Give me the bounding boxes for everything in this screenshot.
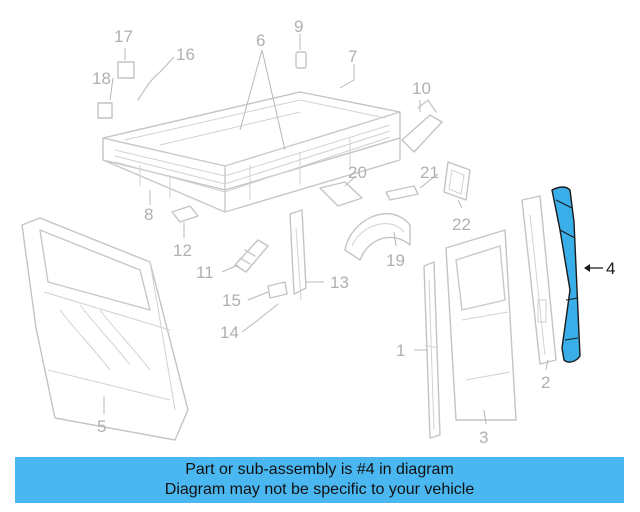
callout-19: 19 (386, 251, 405, 270)
info-banner: Part or sub-assembly is #4 in diagram Di… (15, 457, 624, 503)
side-door-part-3 (445, 229, 517, 421)
banner-line-1: Part or sub-assembly is #4 in diagram (185, 461, 454, 478)
callout-13: 13 (330, 273, 349, 292)
callout-3: 3 (479, 428, 488, 447)
callout-12: 12 (173, 241, 192, 260)
callout-5: 5 (97, 417, 106, 436)
callout-labels: 1 2 3 4 5 6 7 8 9 10 11 12 13 14 15 16 1… (92, 17, 615, 447)
callout-14: 14 (220, 323, 239, 342)
wheel-housing (344, 213, 411, 261)
callout-7: 7 (348, 47, 357, 66)
callout-10: 10 (412, 79, 431, 98)
callout-8: 8 (144, 205, 153, 224)
callout-2: 2 (541, 373, 550, 392)
callout-20: 20 (348, 163, 367, 182)
callout-21: 21 (420, 163, 439, 182)
callout-22: 22 (452, 215, 471, 234)
hinge-parts (234, 209, 307, 321)
pillar-part-2 (521, 195, 557, 365)
pillar-part-1 (423, 261, 441, 439)
callout-leaders (103, 34, 603, 425)
callout-9: 9 (294, 17, 303, 36)
callout-4: 4 (606, 259, 615, 278)
callout-15: 15 (222, 291, 241, 310)
rear-door-panel (21, 217, 189, 441)
callout-11: 11 (196, 263, 214, 282)
callout-17: 17 (114, 27, 133, 46)
banner-line-2: Diagram may not be specific to your vehi… (164, 481, 475, 498)
callout-1: 1 (396, 341, 405, 360)
parts-diagram: 1 2 3 4 5 6 7 8 9 10 11 12 13 14 15 16 1… (21, 17, 615, 447)
callout-6: 6 (256, 31, 265, 50)
truck-bed (102, 91, 401, 213)
callout-16: 16 (176, 45, 195, 64)
hardware-parts (97, 51, 471, 223)
highlighted-part-4[interactable] (551, 186, 581, 363)
callout-18: 18 (92, 69, 111, 88)
